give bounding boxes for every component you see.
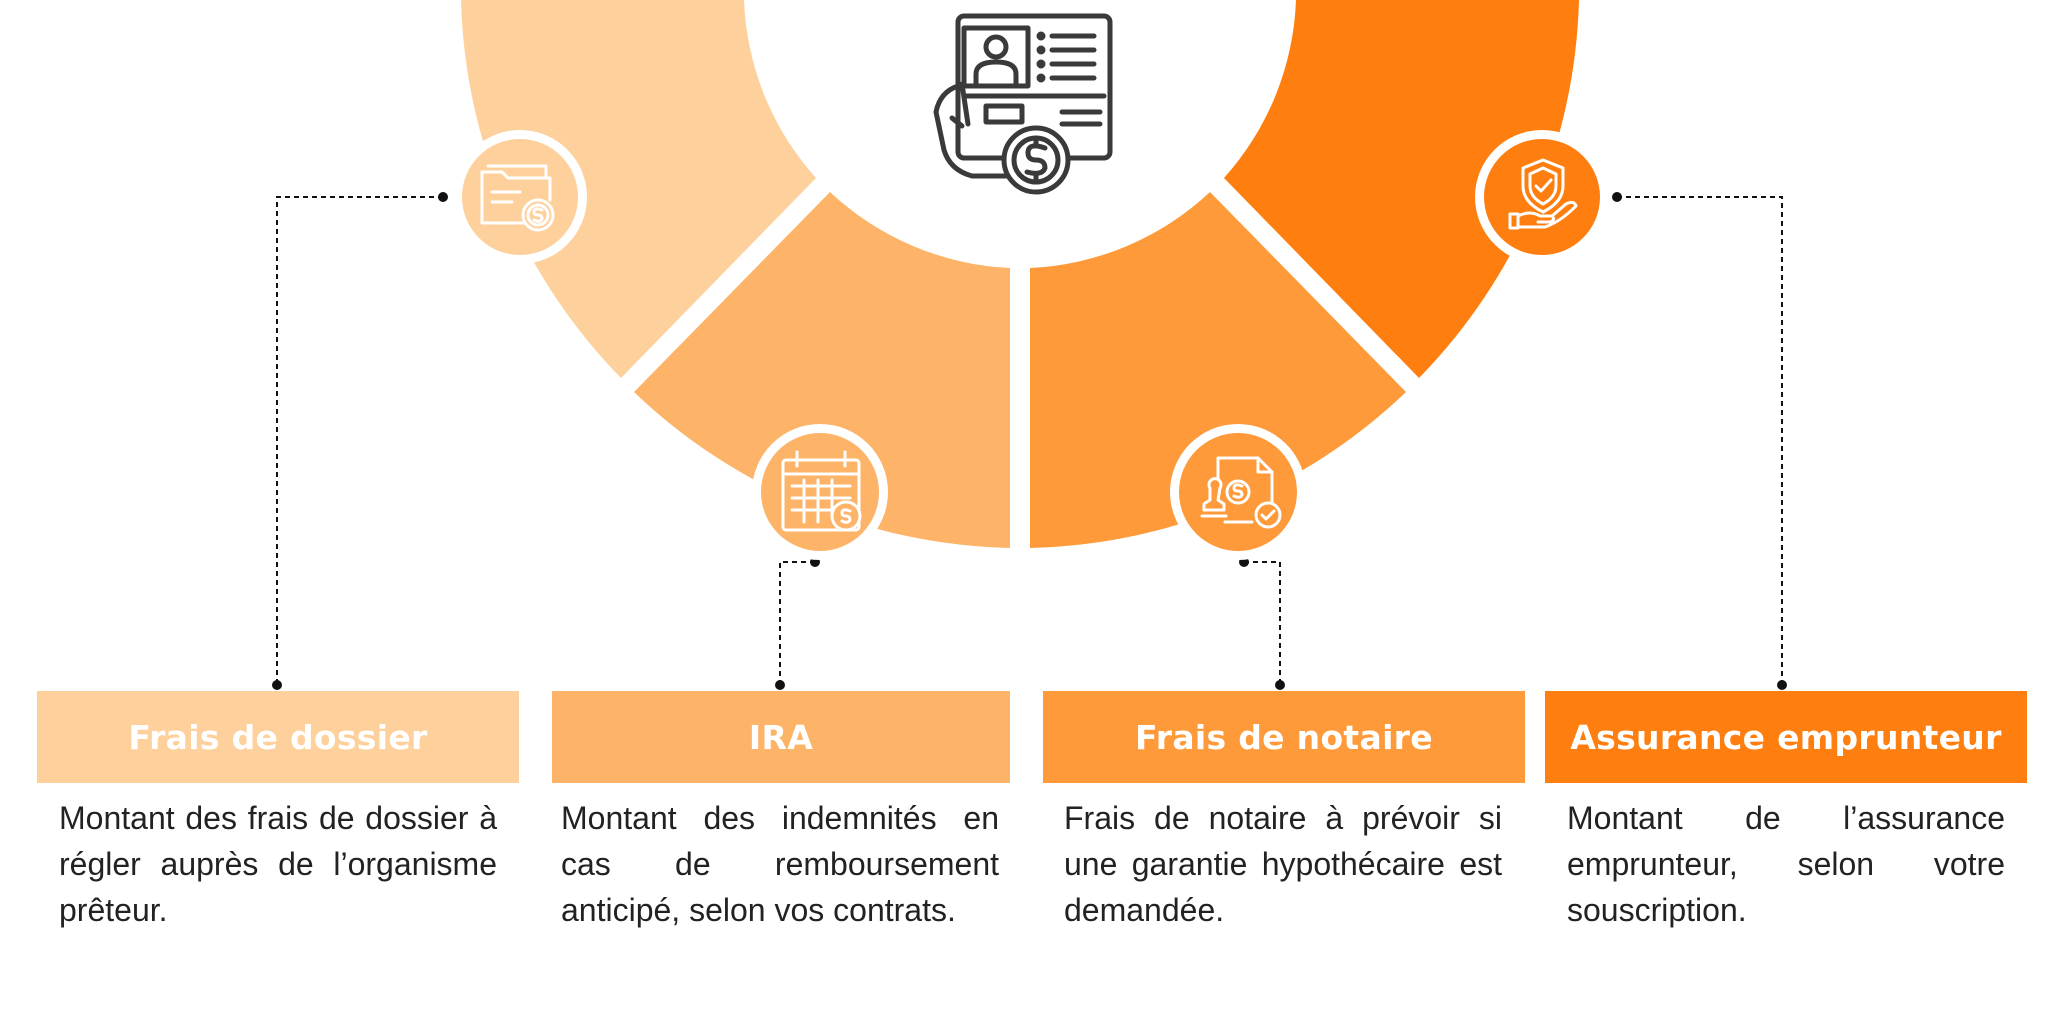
header-frais-de-notaire: Frais de notaire bbox=[1043, 691, 1525, 783]
header-ira: IRA bbox=[552, 691, 1010, 783]
title-frais-de-dossier: Frais de dossier bbox=[128, 717, 428, 757]
description-ira: Montant des indemnités en cas de rembour… bbox=[561, 800, 999, 928]
connector-dot bbox=[1612, 192, 1622, 202]
connector-dot bbox=[438, 192, 448, 202]
description-assurance-emprunteur: Montant de l’assurance emprunteur, selon… bbox=[1567, 800, 2005, 928]
segment-assurance-emprunteur bbox=[1224, 0, 1579, 378]
title-assurance-emprunteur: Assurance emprunteur bbox=[1570, 717, 2002, 757]
header-assurance-emprunteur: Assurance emprunteur bbox=[1545, 691, 2027, 783]
id-card-with-hand-and-dollar-coin-icon bbox=[933, 13, 1113, 195]
connector-dots bbox=[272, 192, 1787, 690]
connector-ira bbox=[779, 561, 815, 685]
description-frais-de-dossier: Montant des frais de dossier à régler au… bbox=[59, 800, 497, 928]
description-frais-de-notaire: Frais de notaire à prévoir si une garant… bbox=[1064, 800, 1502, 928]
connector-assurance-emprunteur bbox=[1617, 196, 1783, 685]
title-ira: IRA bbox=[748, 717, 814, 757]
badge-frais-de-notaire bbox=[1170, 424, 1306, 560]
donut-segments bbox=[461, 0, 1579, 548]
connector-dot bbox=[272, 680, 282, 690]
segment-frais-de-notaire bbox=[1030, 192, 1406, 548]
connector-dot bbox=[1275, 680, 1285, 690]
connector-frais-de-notaire bbox=[1244, 561, 1281, 685]
header-frais-de-dossier: Frais de dossier bbox=[37, 691, 519, 783]
folder-with-dollar-coin-icon bbox=[480, 164, 555, 232]
connector-dot bbox=[775, 680, 785, 690]
document-with-stamp-icon bbox=[1200, 456, 1282, 529]
title-frais-de-notaire: Frais de notaire bbox=[1135, 717, 1433, 757]
badge-ira bbox=[752, 424, 888, 560]
calendar-with-dollar-coin-icon bbox=[781, 450, 862, 532]
segment-frais-de-dossier bbox=[461, 0, 816, 378]
segment-ira bbox=[634, 192, 1010, 548]
badge-assurance-emprunteur bbox=[1475, 130, 1609, 264]
badge-frais-de-dossier bbox=[453, 130, 587, 264]
shield-in-hand-icon bbox=[1508, 158, 1578, 230]
connector-dot bbox=[1777, 680, 1787, 690]
connectors bbox=[276, 196, 1783, 685]
connector-frais-de-dossier bbox=[276, 196, 443, 685]
